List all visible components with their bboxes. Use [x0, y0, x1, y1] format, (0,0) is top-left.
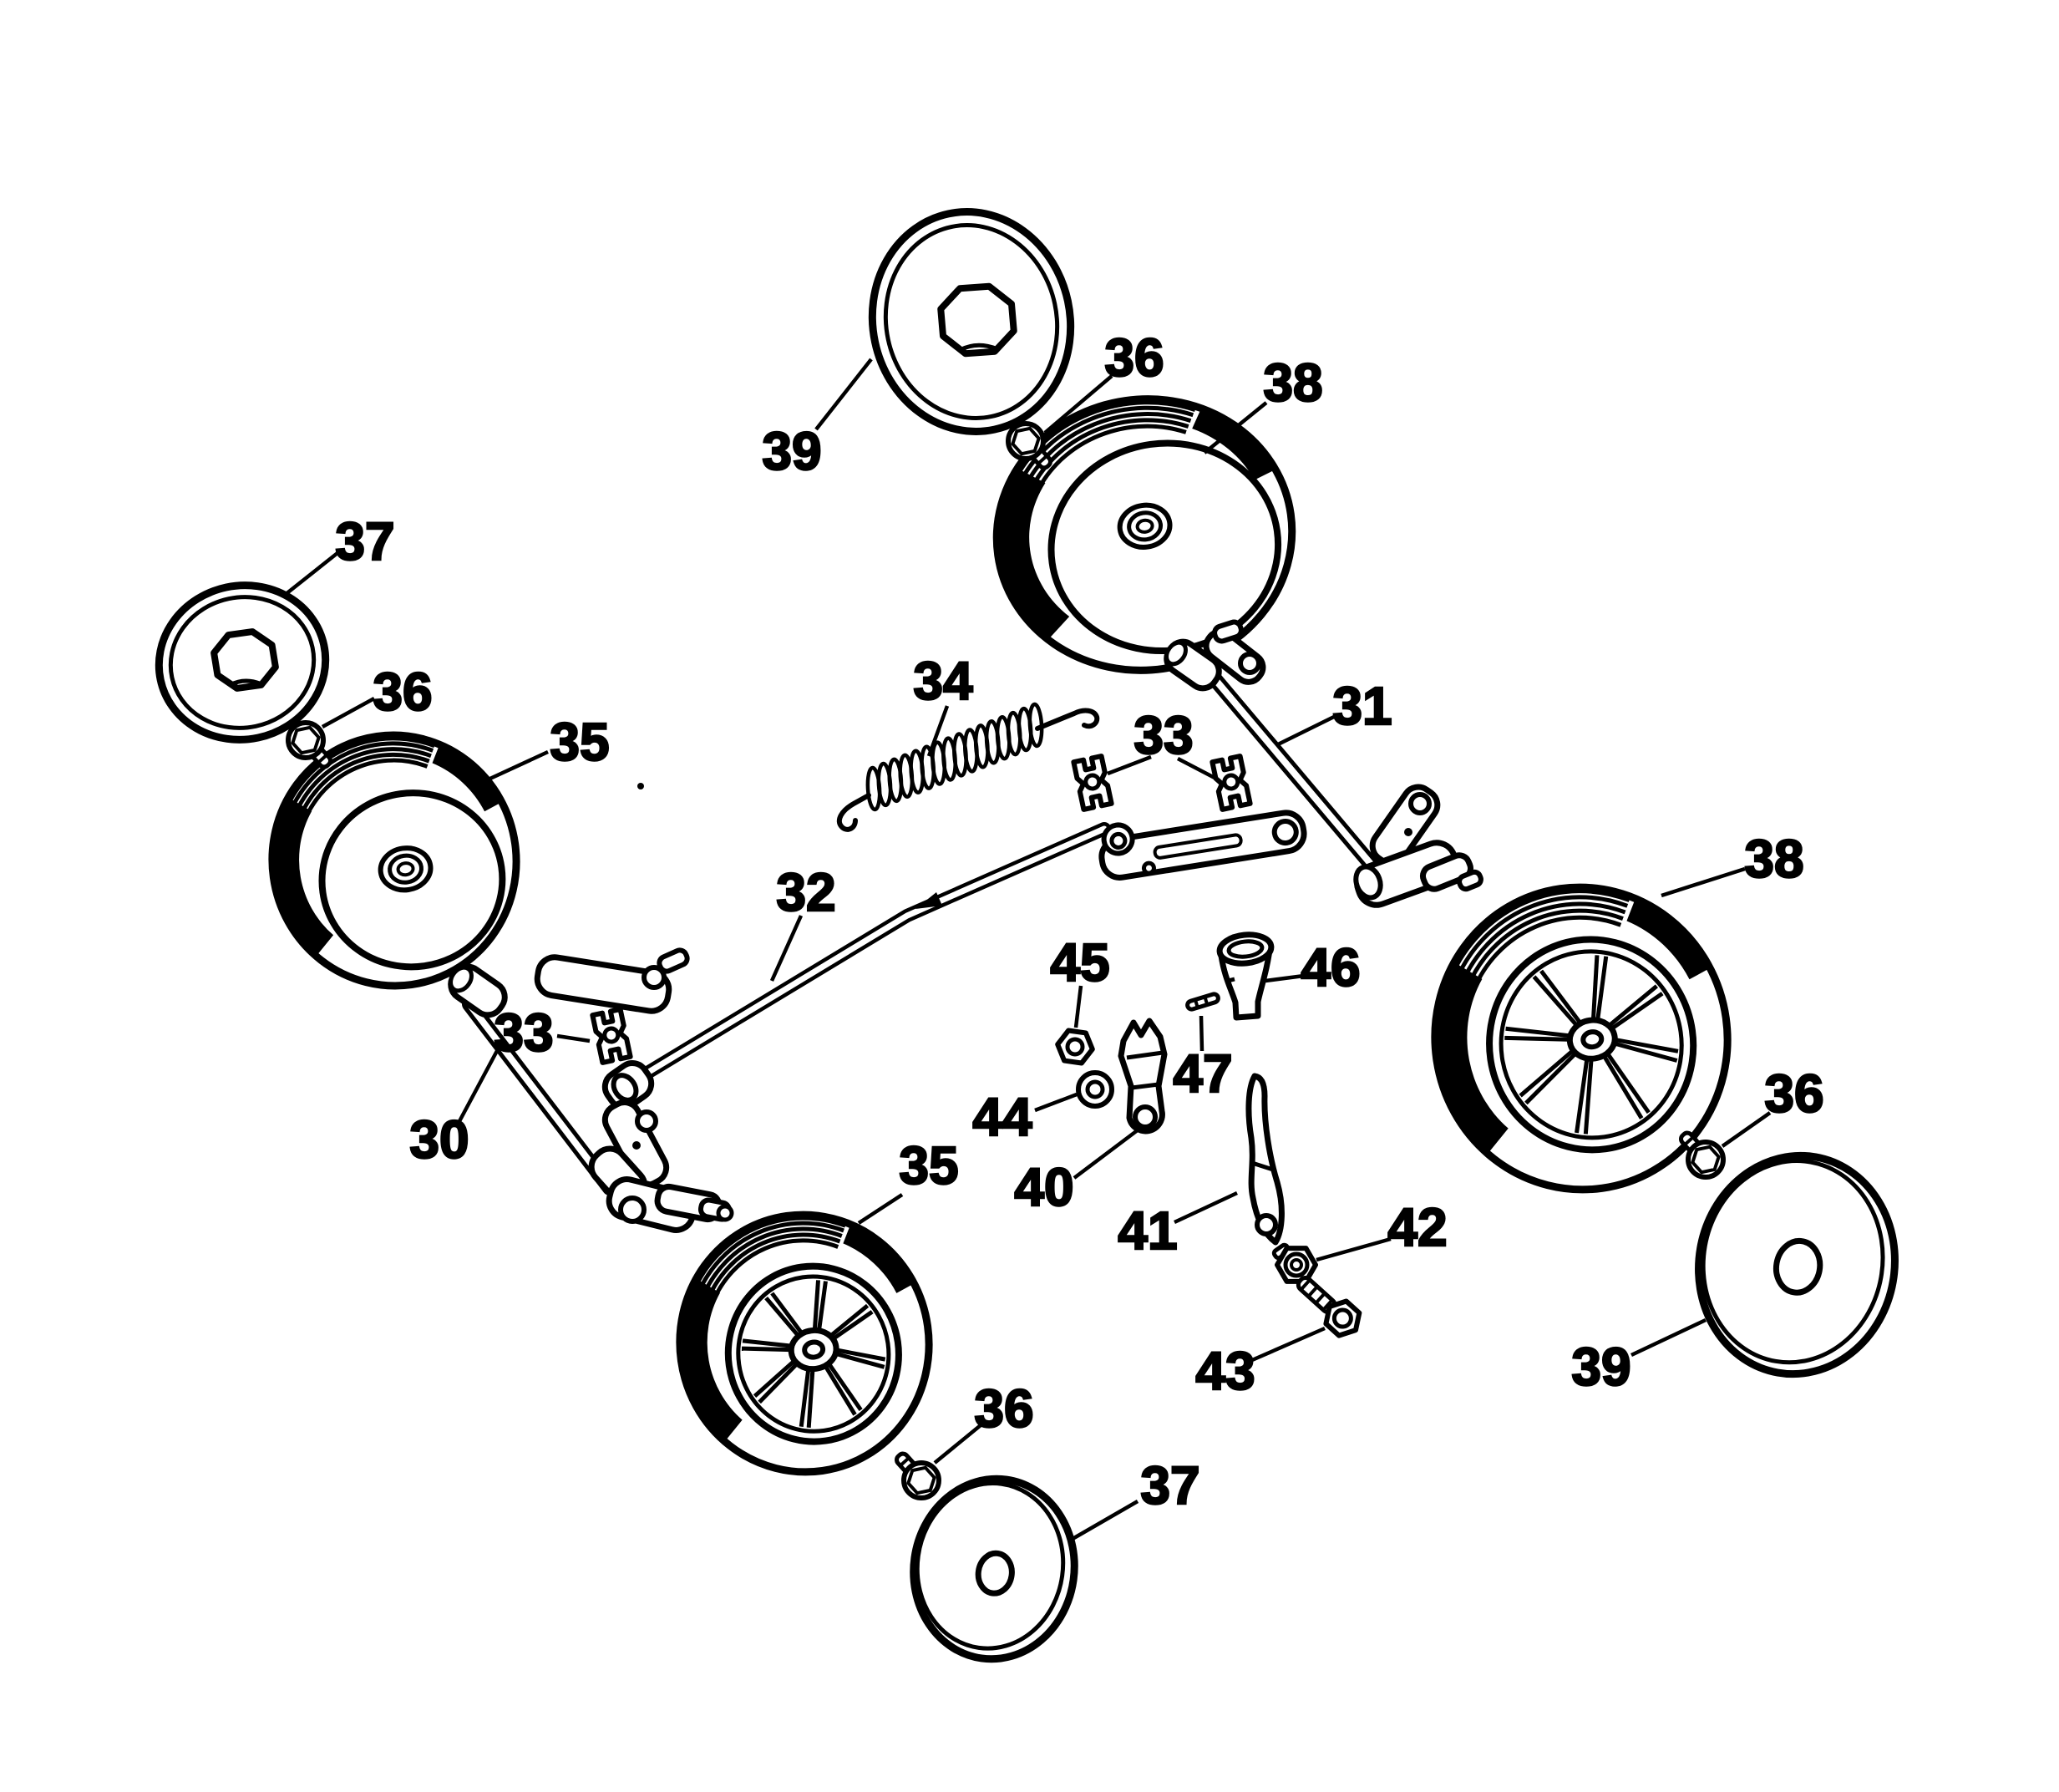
part-callout: 39: [1571, 1337, 1630, 1397]
nut-42: [1271, 1242, 1318, 1284]
leader-line: [1316, 1236, 1392, 1262]
part-callout: 36: [1764, 1064, 1823, 1124]
leader-line: [556, 1033, 591, 1043]
part-callout: 37: [1140, 1455, 1199, 1515]
axle-30-bottom-bracket: [588, 1099, 734, 1233]
bolt-36-left: [286, 720, 332, 769]
leader-line: [283, 551, 339, 596]
leader-line: [926, 705, 950, 757]
leader-line: [1721, 1111, 1772, 1148]
part-callout: 36: [1104, 327, 1164, 388]
part-callout: 41: [1118, 1201, 1177, 1261]
leader-line: [1630, 1317, 1707, 1358]
part-callout: 44: [972, 1087, 1032, 1147]
leader-line: [457, 1048, 500, 1124]
link-rod-32: [601, 810, 1307, 1110]
leader-line: [1034, 1092, 1078, 1113]
rod-bracket-plate: [1098, 810, 1307, 881]
axle-rod-31: [1205, 669, 1382, 876]
wheel-35-bottom: [676, 1211, 933, 1476]
rod-end-bushing: [601, 1060, 655, 1110]
pin-47: [1185, 992, 1220, 1012]
axle-31-bottom-bracket: [1353, 784, 1483, 908]
leader-line: [1199, 1015, 1204, 1052]
spring-34: [836, 702, 1100, 832]
part-callout: 36: [974, 1378, 1033, 1439]
part-callout: 31: [1332, 676, 1392, 736]
leader-line: [1174, 1190, 1238, 1225]
leader-line: [1073, 1128, 1140, 1180]
hubcap-37-left-hole: [210, 628, 279, 692]
leader-line: [1107, 754, 1152, 776]
leader-line: [1203, 401, 1268, 454]
axle-31-top-bracket: [1164, 619, 1266, 692]
leader-line: [1661, 866, 1746, 898]
part-callout: 35: [550, 712, 609, 772]
leader-line: [1251, 1326, 1326, 1363]
bolt-36-right: [1679, 1130, 1726, 1180]
nut-45: [1055, 1028, 1095, 1066]
washer-44: [1076, 1070, 1114, 1109]
print-dot: [637, 783, 644, 789]
part-callout: 46: [1301, 937, 1360, 998]
part-callout: 38: [1744, 829, 1803, 889]
leader-line: [857, 1193, 904, 1225]
part-callout: 32: [776, 862, 835, 922]
part-callout: 39: [762, 421, 821, 481]
wheel-35-left: [268, 731, 520, 990]
part-callout: 33: [494, 1003, 553, 1063]
leader-line: [1265, 973, 1305, 983]
part-callout: 33: [1133, 705, 1193, 765]
rod-tab: [915, 892, 942, 909]
axle-rod-30: [462, 997, 617, 1196]
hubcap-39-top-hole: [937, 282, 1017, 358]
leader-line: [1176, 757, 1218, 780]
leader-line: [1073, 985, 1083, 1028]
hubcap-39-right: [1695, 1151, 1899, 1378]
part-callout: 36: [373, 662, 432, 722]
leader-line: [814, 358, 873, 431]
leader-line: [1275, 714, 1335, 748]
leader-line: [1043, 374, 1113, 434]
clip-33-left: [1071, 754, 1114, 812]
part-callout: 45: [1050, 932, 1109, 992]
leader-line: [933, 1424, 982, 1465]
part-callout: 47: [1173, 1043, 1232, 1104]
bracket-40: [1118, 1018, 1168, 1135]
part-callout: 43: [1195, 1341, 1255, 1401]
part-callout: 38: [1263, 353, 1322, 413]
axle-30-top-bracket: [448, 947, 690, 1018]
knob-46: [1216, 932, 1275, 1021]
leader-line: [482, 749, 549, 784]
leader-line: [321, 697, 376, 728]
leader-line: [1071, 1500, 1139, 1541]
leader-line: [769, 915, 804, 982]
clip-33-right: [1210, 754, 1253, 812]
callout-layer: 39 36 38 37 36 35 34 33 31 32 30 33 45 46 47 44 40 41 42 43…: [283, 327, 1825, 1541]
wheel-38-right: [1431, 883, 1732, 1194]
part-callout: 35: [899, 1135, 958, 1196]
part-callout: 34: [913, 651, 973, 711]
lever-41: [1245, 1073, 1285, 1246]
hubcap-37-bottom: [910, 1475, 1078, 1663]
part-callout: 42: [1387, 1197, 1447, 1257]
part-callout: 37: [335, 511, 394, 571]
bolt-36-bottom: [895, 1451, 941, 1500]
bolt-43: [1296, 1275, 1362, 1338]
bolt-36-top: [1006, 421, 1052, 470]
clip-33-lower: [590, 1007, 633, 1065]
part-callout: 40: [1014, 1157, 1073, 1217]
part-callout: 30: [409, 1109, 469, 1170]
